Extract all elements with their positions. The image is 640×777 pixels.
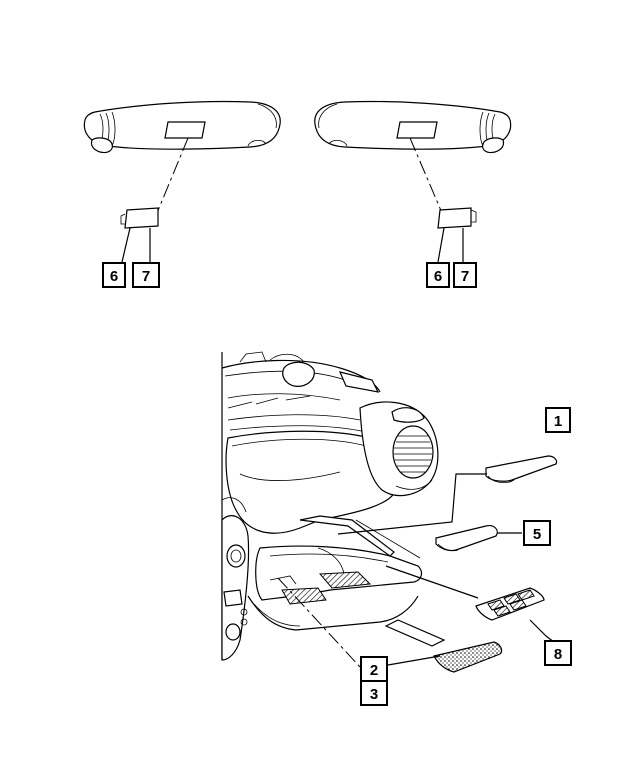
left-mirror-lamp-lens [120,207,159,229]
instrument-panel [221,351,439,661]
callout-6-left-text: 6 [110,268,118,285]
left-mirror-leader [156,137,189,214]
right-mirror-lamp-lens [437,207,477,229]
part-1-leader [337,473,487,535]
callout-2: 2 [360,656,388,682]
right-mirror-leader [409,137,443,214]
callout-7-left: 7 [132,262,160,288]
part-2-3-stipple-pad [384,619,503,673]
left-6-leader [121,227,131,263]
right-sun-visor [314,100,512,154]
callout-3: 3 [360,680,388,706]
callout-1-text: 1 [554,413,562,430]
callout-2-text: 2 [370,662,378,679]
callout-6-right: 6 [426,262,450,288]
part-1-card [485,455,558,484]
callout-7-right: 7 [453,262,477,288]
right-6-leader [437,227,445,263]
callout-3-text: 3 [370,686,378,703]
callout-8-text: 8 [554,646,562,663]
vent-louvers [394,435,432,473]
left-sun-visor [83,100,281,154]
part-2-3-leader [387,655,441,666]
callout-7-left-text: 7 [142,268,150,285]
callout-6-right-text: 6 [434,268,442,285]
callout-5: 5 [523,520,551,546]
callout-6-left: 6 [102,262,126,288]
callout-5-text: 5 [533,526,541,543]
callout-7-right-text: 7 [461,268,469,285]
part-8-grid-tray [475,587,545,621]
part-2-3-dash-leader [277,577,373,681]
callout-1: 1 [545,407,571,433]
callout-8: 8 [544,640,572,666]
part-5-pad [435,525,498,552]
